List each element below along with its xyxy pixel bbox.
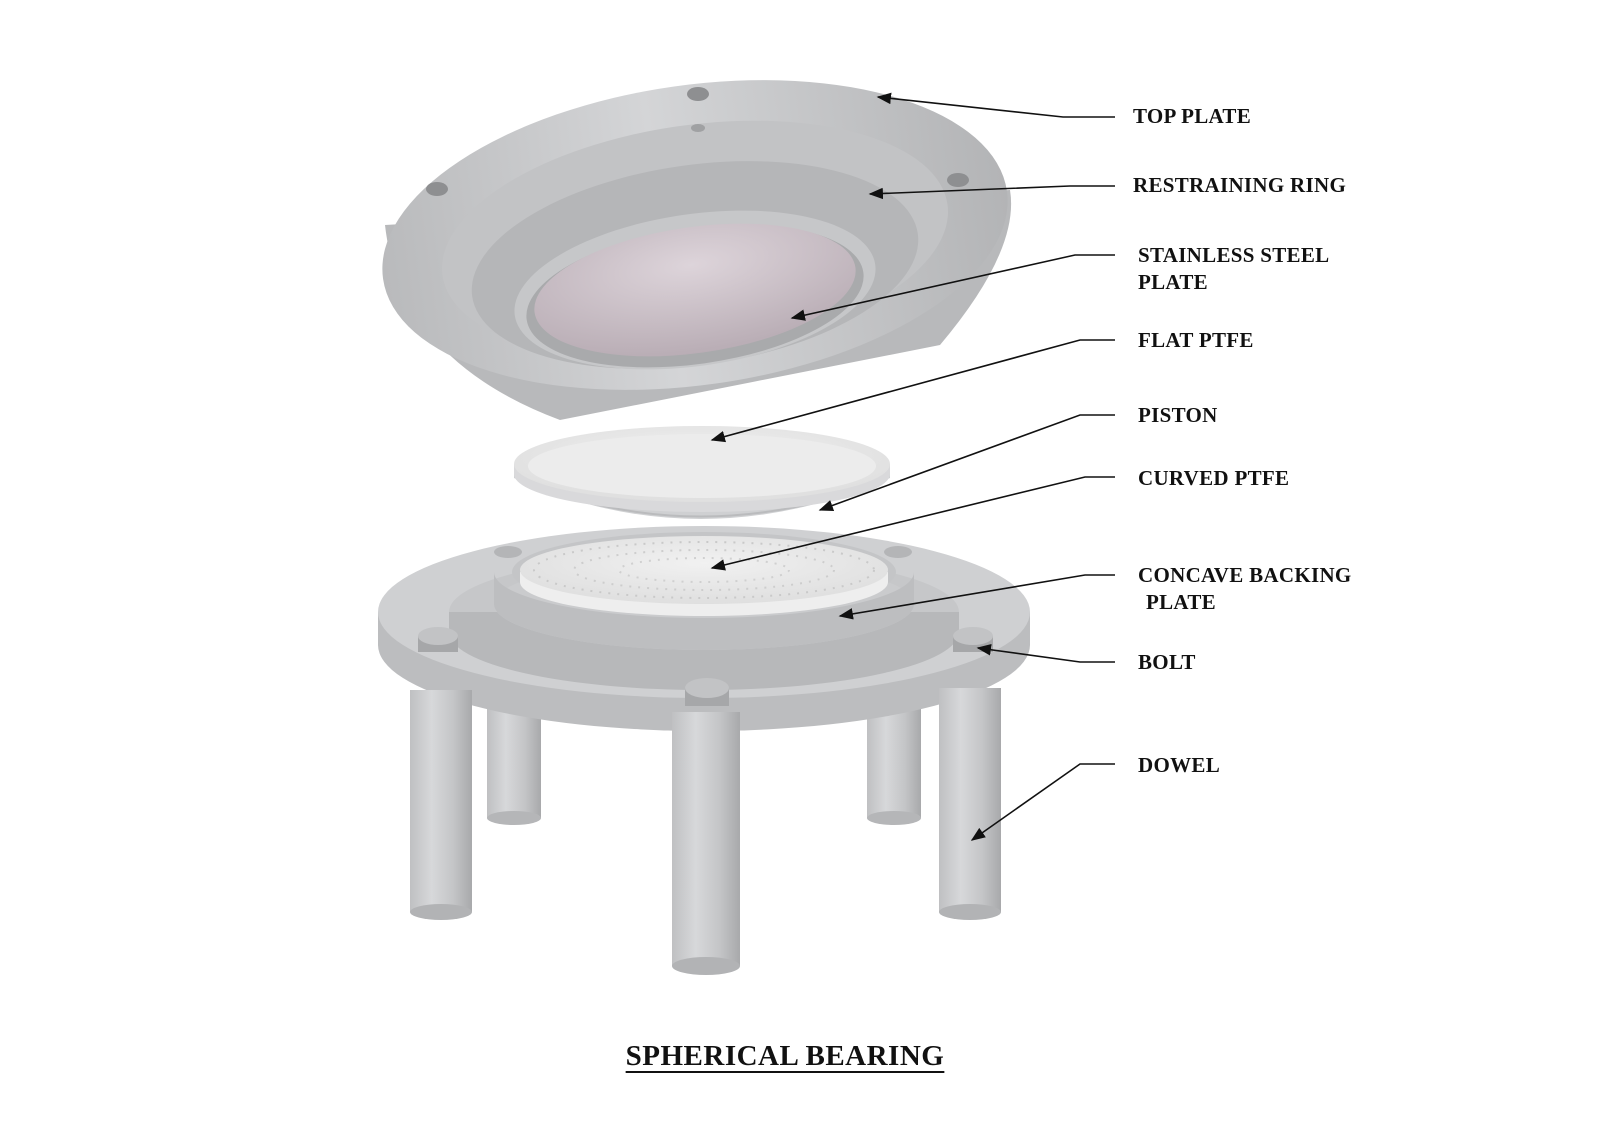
curved-ptfe-disc: [520, 536, 888, 616]
bolt-hole-right: [947, 173, 969, 187]
leader-restraining-ring: [868, 185, 1115, 200]
label-stainless-steel-line2: PLATE: [1138, 270, 1208, 294]
leader-lines: [710, 92, 1115, 841]
label-flat-ptfe: FLAT PTFE: [1138, 328, 1254, 352]
dowel-front-center: [672, 712, 740, 975]
leader-stainless-steel-plate: [790, 254, 1115, 321]
leader-concave-backing-plate: [838, 574, 1115, 620]
dowel-back-left: [487, 700, 541, 825]
bolt-left: [418, 627, 458, 652]
diagram-title-text: SPHERICAL BEARING: [625, 1040, 945, 1072]
leader-bolt: [976, 644, 1115, 663]
dowel-front-left: [410, 690, 472, 920]
leader-dowel: [970, 763, 1115, 841]
bolt-hole-top: [687, 87, 709, 101]
top-plate: [382, 80, 1012, 420]
label-restraining-ring: RESTRAINING RING: [1133, 173, 1347, 197]
leader-flat-ptfe: [710, 339, 1115, 443]
flat-ptfe-disc: [514, 426, 890, 512]
label-stainless-steel-line1: STAINLESS STEEL: [1138, 243, 1330, 267]
dowel-front-right: [939, 688, 1001, 920]
label-concave-backing-line2: PLATE: [1146, 590, 1216, 614]
bolt-hole-inner: [691, 124, 705, 132]
label-top-plate: TOP PLATE: [1133, 104, 1252, 128]
leader-top-plate: [876, 92, 1115, 118]
label-curved-ptfe: CURVED PTFE: [1138, 466, 1290, 490]
dowel-back-right: [867, 700, 921, 825]
diagram-title: SPHERICAL BEARING: [0, 1040, 1570, 1073]
bolt-back-left: [494, 546, 522, 558]
leader-curved-ptfe: [710, 476, 1115, 571]
label-bolt: BOLT: [1138, 650, 1196, 674]
bolt-back-right: [884, 546, 912, 558]
label-dowel: DOWEL: [1138, 753, 1221, 777]
bolt-front: [685, 678, 729, 706]
label-concave-backing-line1: CONCAVE BACKING: [1138, 563, 1352, 587]
label-piston: PISTON: [1138, 403, 1218, 427]
bolt-right: [953, 627, 993, 652]
bolt-hole-left: [426, 182, 448, 196]
leader-piston: [818, 414, 1115, 511]
